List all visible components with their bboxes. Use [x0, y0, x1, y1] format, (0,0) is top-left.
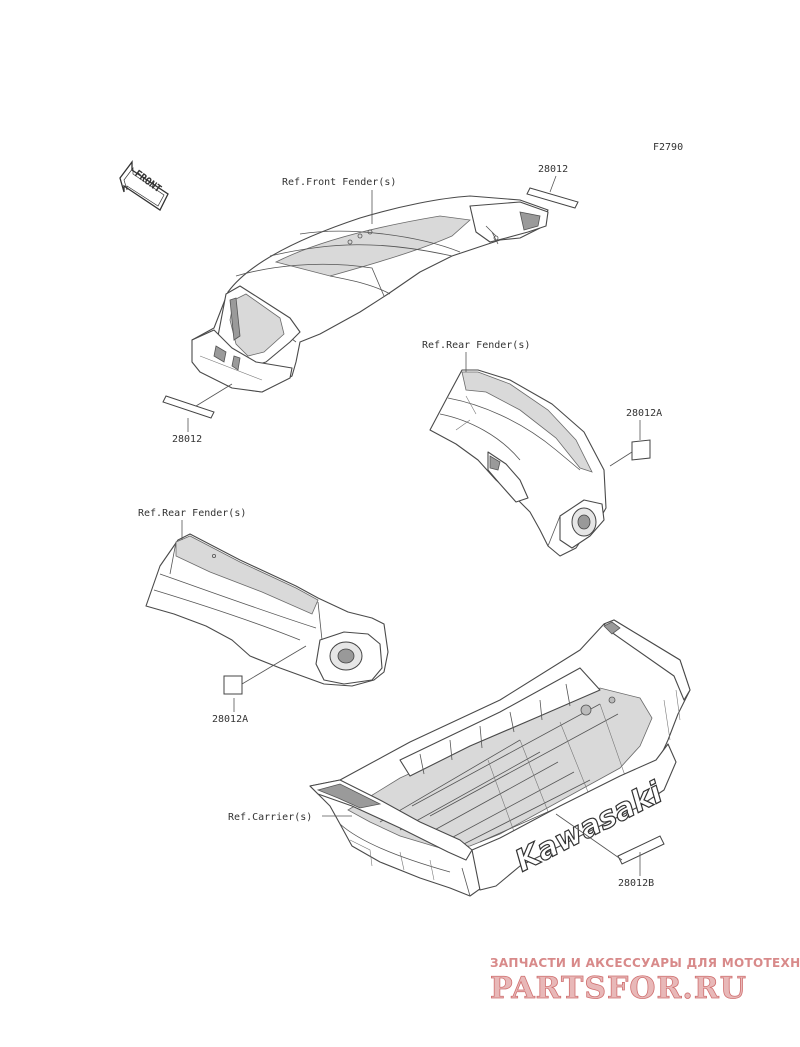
decal-28012-bottom [162, 395, 215, 419]
watermark-logo: PARTSFOR.RU [490, 971, 747, 1006]
front-fender-illustration [191, 195, 549, 393]
decal-28012A-left-leader [241, 645, 307, 685]
decal-28012A-right [631, 439, 651, 461]
decal-28012A-left-label: 28012A [212, 714, 248, 725]
figure-code: F2790 [653, 142, 683, 153]
decal-28012A-right-leader [609, 451, 633, 467]
decal-28012A-left [223, 675, 243, 695]
decal-28012-bottom-leader [195, 383, 233, 407]
decal-28012B-leader [555, 813, 623, 861]
decal-28012B-label: 28012B [618, 878, 654, 889]
decal-28012-top-leader [549, 175, 557, 193]
decal-28012A-right-label: 28012A [626, 408, 662, 419]
front-direction-arrow-icon: FRONT [119, 160, 169, 211]
carrier-ref-label: Ref.Carrier(s) [228, 812, 312, 823]
decal-28012-top [526, 187, 579, 209]
decal-28012B [617, 835, 665, 865]
rear-fender-right-ref-label: Ref.Rear Fender(s) [422, 340, 530, 351]
watermark-tagline: ЗАПЧАСТИ И АКСЕССУАРЫ ДЛЯ МОТОТЕХНИКИ [490, 956, 800, 970]
rear-fender-left-ref-label: Ref.Rear Fender(s) [138, 508, 246, 519]
rear-fender-left-illustration [145, 533, 389, 687]
decal-28012-top-label: 28012 [538, 164, 568, 175]
decal-28012-bottom-label: 28012 [172, 434, 202, 445]
rear-fender-right-illustration [429, 369, 607, 557]
front-fender-ref-label: Ref.Front Fender(s) [282, 177, 396, 188]
